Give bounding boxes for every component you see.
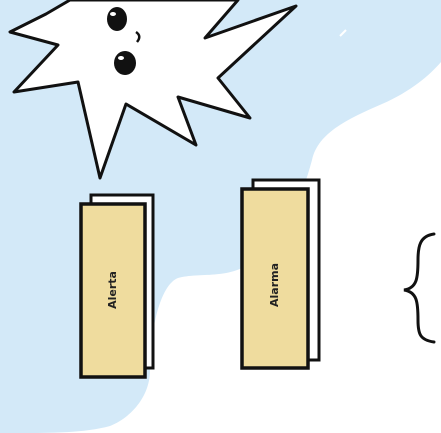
book-alarma-label: Alarma [268,263,281,307]
star-mouth [135,30,141,43]
book-alerta: Alerta [79,193,155,379]
book-alarma: Alarma [240,178,321,370]
left-curly-brace-icon [403,232,436,344]
sky-speck [339,29,347,37]
star-outline [8,0,298,180]
star-eye-right [114,51,136,75]
star-character [8,0,298,180]
star-eye-left-shine [110,12,116,16]
book-alerta-label: Alerta [106,271,119,309]
star-eye-right-shine [118,56,124,60]
book-alerta-cover [79,202,147,379]
star-eye-left [107,7,127,31]
book-alarma-cover [240,187,310,370]
